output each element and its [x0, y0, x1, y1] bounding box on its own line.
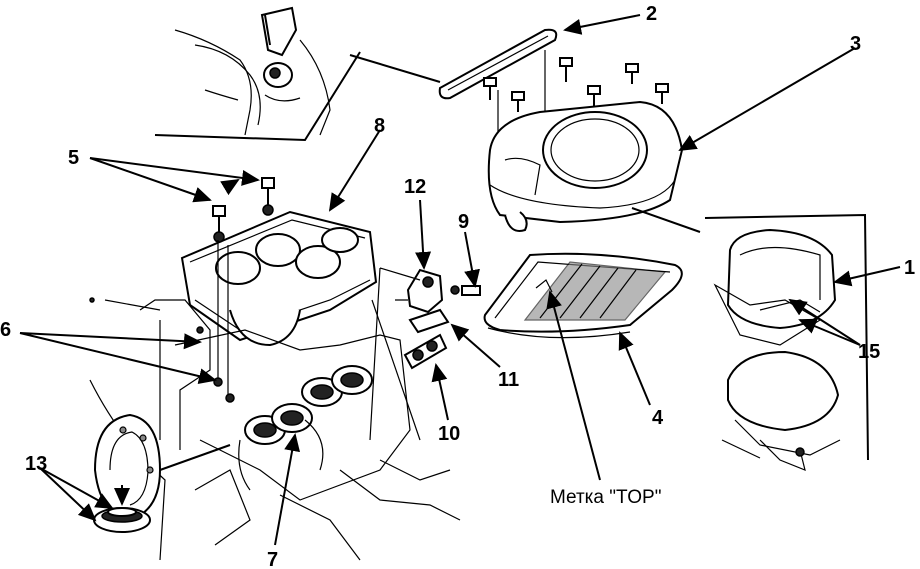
cap-inset-part-13	[93, 413, 231, 533]
air-filter-element-part-4	[483, 252, 683, 339]
callout-10: 10	[438, 423, 460, 445]
callout-4: 4	[652, 407, 664, 429]
top-mark-symbol	[535, 279, 553, 293]
callout-9: 9	[458, 211, 469, 233]
frame-inset-drawing	[154, 6, 361, 142]
callout-13: 13	[25, 453, 47, 475]
gasket-part-2	[349, 28, 558, 100]
sensor-assembly	[369, 267, 481, 441]
callout-1: 1	[904, 257, 915, 279]
leader-lines	[19, 14, 901, 546]
callout-11: 11	[498, 369, 519, 391]
air-box-housing-part-8	[180, 210, 378, 347]
bolts-part-5	[212, 177, 275, 395]
callout-8: 8	[374, 115, 385, 137]
callout-15: 15	[858, 341, 880, 363]
callout-6: 6	[0, 319, 11, 341]
callout-2: 2	[646, 3, 657, 25]
callout-7: 7	[267, 549, 278, 569]
air-cleaner-cover-part-3	[487, 100, 701, 233]
callout-12: 12	[404, 176, 426, 198]
right-inset-drawing	[704, 213, 869, 471]
callout-5: 5	[68, 147, 79, 169]
engine-throttle-bodies	[89, 297, 461, 561]
top-mark-label: Метка "TOP"	[550, 487, 661, 508]
callout-3: 3	[850, 33, 861, 55]
